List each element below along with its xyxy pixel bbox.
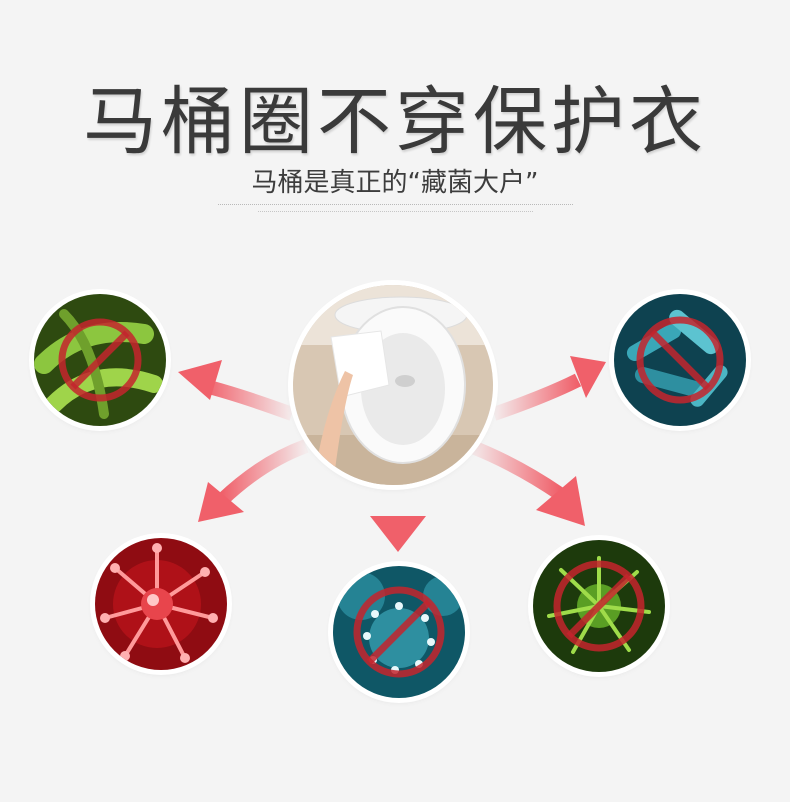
page-title: 马桶圈不穿保护衣	[83, 79, 707, 165]
ban-icon	[553, 560, 645, 652]
divider-secondary	[258, 211, 533, 212]
blue-bacteria-image	[614, 294, 746, 426]
page-subtitle: 马桶是真正的“藏菌大户”	[251, 168, 539, 198]
toilet-image	[293, 285, 493, 485]
green-bacteria-image	[34, 294, 166, 426]
red-virus-image	[95, 538, 227, 670]
arrow-to-teal-virus	[370, 488, 426, 552]
arrow-to-red-virus	[198, 439, 309, 522]
divider	[218, 204, 573, 205]
ban-icon	[636, 316, 724, 404]
green-virus-image	[533, 540, 665, 672]
teal-virus-image	[333, 566, 465, 698]
arrow-to-green-bacteria	[178, 360, 295, 421]
arrow-to-blue-bacteria	[491, 356, 606, 421]
ban-icon	[353, 586, 445, 678]
arrow-to-green-virus	[467, 439, 585, 526]
ban-icon	[58, 318, 142, 402]
